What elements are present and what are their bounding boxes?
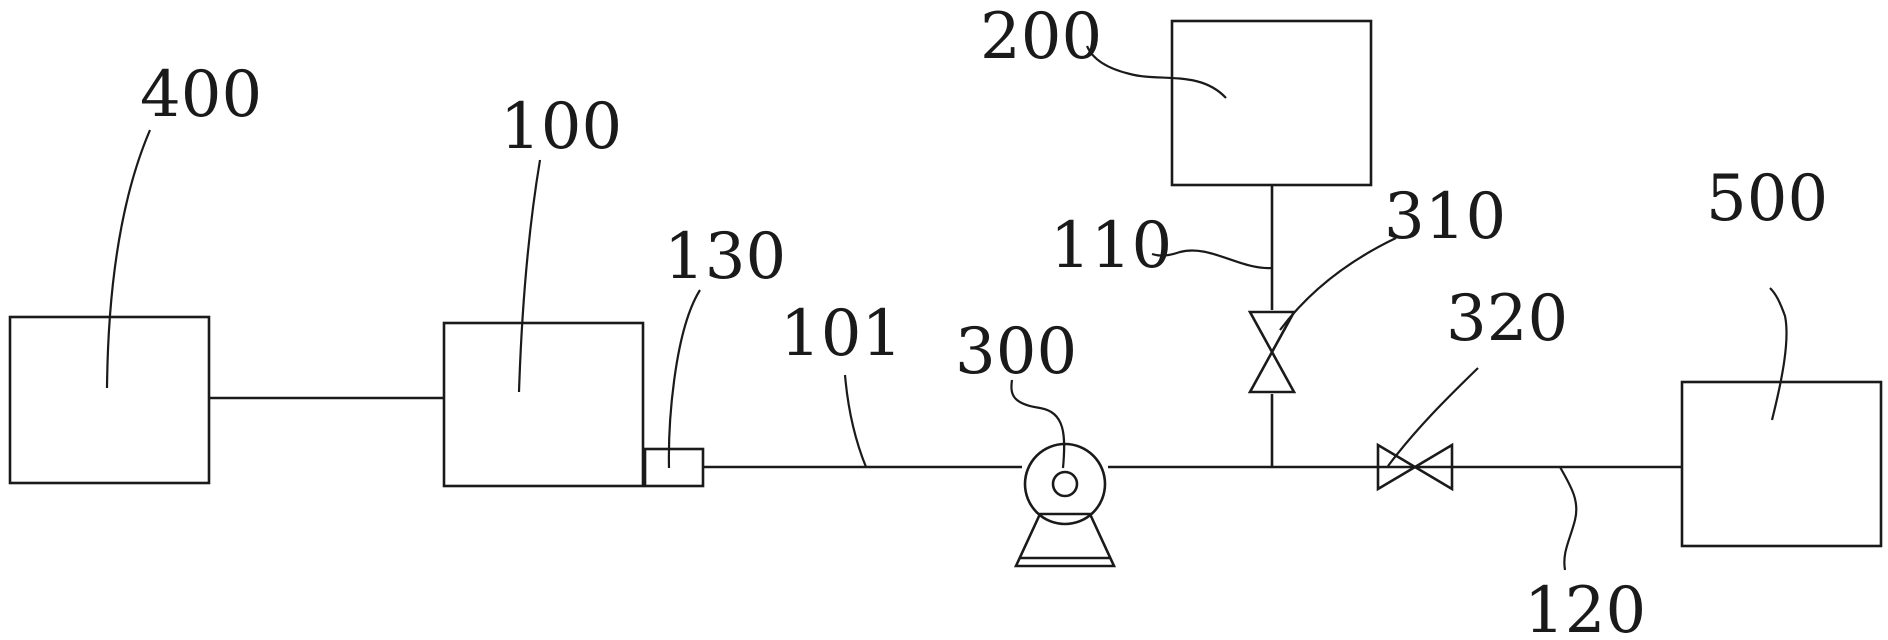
- leader-100: [517, 159, 542, 393]
- leader-320: [1387, 367, 1479, 467]
- valve-320-right: [1412, 442, 1454, 492]
- pump-300: [1013, 442, 1117, 568]
- label-300: 300: [955, 315, 1077, 389]
- pump-base: [1013, 512, 1117, 568]
- label-120: 120: [1524, 574, 1646, 640]
- valve-310-bottom: [1247, 349, 1297, 394]
- leader-200: [1085, 45, 1227, 99]
- label-110: 110: [1050, 209, 1172, 283]
- box-100: [442, 321, 645, 488]
- leader-300: [1010, 379, 1066, 469]
- box-400: [8, 315, 211, 485]
- box-130: [643, 447, 705, 488]
- leader-500: [1769, 287, 1788, 421]
- leader-310: [1279, 237, 1397, 331]
- pump-center: [1051, 470, 1079, 498]
- label-100: 100: [500, 90, 622, 164]
- label-101: 101: [780, 297, 902, 371]
- label-400: 400: [140, 58, 262, 132]
- pump-body: [1023, 442, 1107, 526]
- valve-310: [1247, 310, 1297, 394]
- leader-400: [105, 129, 152, 389]
- box-500: [1680, 380, 1883, 548]
- label-500: 500: [1706, 162, 1828, 236]
- label-130: 130: [664, 220, 786, 294]
- leader-110: [1151, 249, 1273, 270]
- leader-101: [843, 374, 868, 468]
- leader-120: [1559, 466, 1578, 571]
- label-200: 200: [980, 0, 1102, 74]
- label-310: 310: [1384, 180, 1506, 254]
- leader-130: [667, 289, 701, 469]
- label-320: 320: [1446, 282, 1568, 356]
- valve-310-top: [1247, 310, 1297, 355]
- box-200: [1170, 19, 1373, 187]
